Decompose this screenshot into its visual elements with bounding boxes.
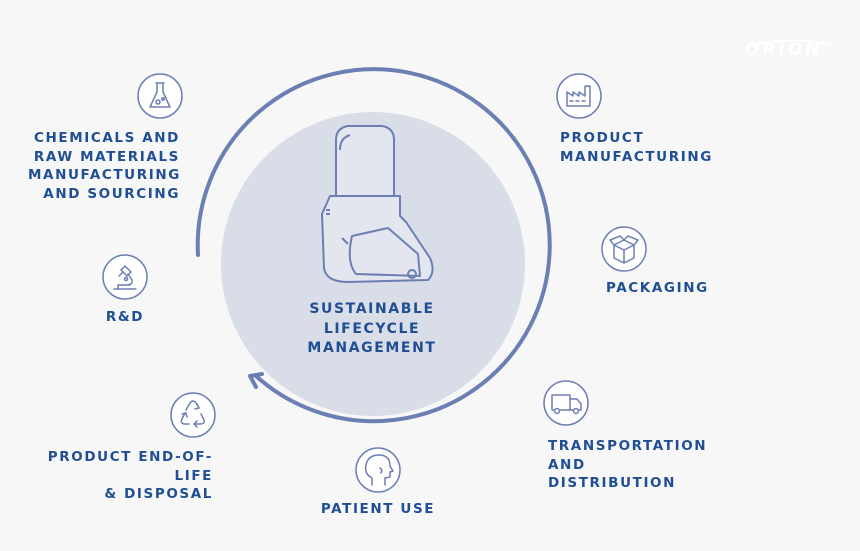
stage-label-packaging: PACKAGING [606, 280, 709, 296]
arrowhead-icon [248, 372, 264, 389]
stage-label-transportation: TRANSPORTATION AND DISTRIBUTION [548, 438, 708, 491]
stage-label-disposal: PRODUCT END-OF-LIFE & DISPOSAL [47, 449, 213, 502]
brand-swoosh [747, 39, 831, 47]
icon-circle-disposal [170, 392, 216, 438]
factory-icon [566, 85, 591, 107]
cycle-ring-arrow [195, 67, 552, 424]
center-title: SUSTAINABLE LIFECYCLE MANAGEMENT [307, 301, 437, 356]
flask-icon [149, 82, 171, 108]
box-icon [609, 235, 639, 264]
icon-circle-packaging [601, 226, 647, 272]
recycle-icon [180, 400, 205, 428]
brand-logo: ORION [745, 40, 823, 60]
truck-icon [551, 394, 582, 415]
stage-label-patient-use: PATIENT USE [320, 501, 436, 517]
stage-label-chemicals: CHEMICALS AND RAW MATERIALS MANUFACTURIN… [28, 130, 181, 202]
icon-circle-transportation [543, 380, 589, 426]
patient-head-icon [364, 454, 394, 486]
microscope-icon [113, 265, 137, 290]
stage-label-rnd: R&D [105, 309, 145, 325]
icon-circle-chemicals [137, 73, 183, 119]
stage-label-manufacturing: PRODUCT MANUFACTURING [560, 130, 713, 165]
inhaler-device-icon [321, 125, 434, 283]
